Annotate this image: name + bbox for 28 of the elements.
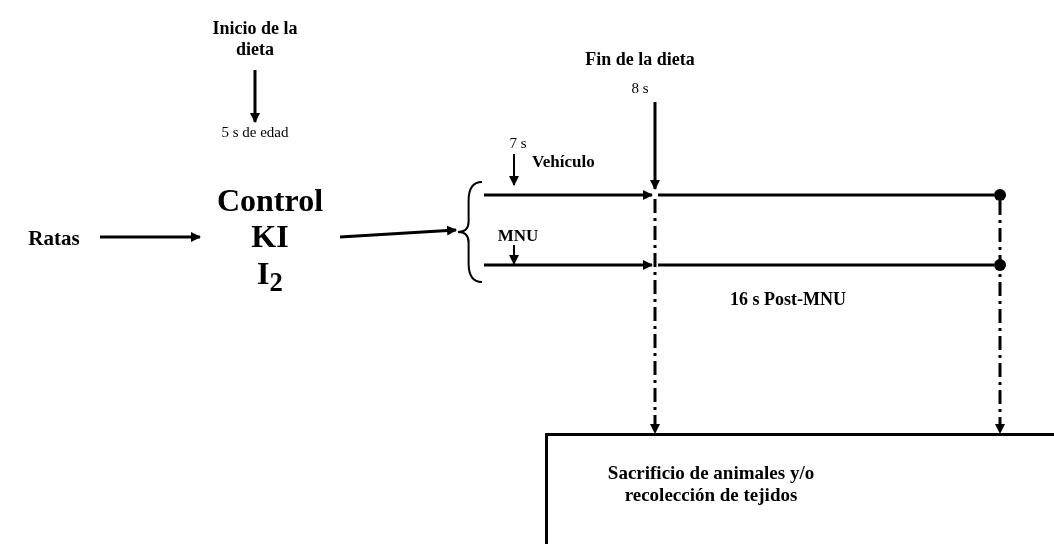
group-label: KI	[251, 218, 289, 256]
dash-dot-arrow	[995, 201, 1005, 434]
dash-dot-arrow	[650, 199, 660, 434]
arrow	[650, 102, 660, 190]
arrow	[339, 225, 457, 239]
box-text: Sacrificio de animales y/o recolección de tejidos	[606, 462, 816, 506]
time-label: 8 s	[631, 79, 649, 97]
timeline-line	[658, 263, 994, 267]
arrow	[484, 260, 653, 270]
arrow	[484, 190, 653, 200]
time-label: Fin de la dieta	[585, 49, 695, 70]
group-label: Ratas	[28, 225, 80, 251]
group-label: MNU	[497, 225, 539, 246]
arrow	[250, 70, 260, 123]
arrow	[509, 153, 519, 186]
group-label: Control	[216, 181, 324, 219]
end-dot	[994, 259, 1006, 271]
end-dot	[994, 189, 1006, 201]
time-label: 5 s de edad	[221, 124, 289, 142]
group-label: I$_{2}$	[257, 255, 283, 299]
arrow	[509, 244, 519, 265]
group-label: 16 s Post-MNU	[730, 289, 846, 310]
time-label: 7 s	[509, 135, 527, 153]
time-label: Inicio de la dieta	[211, 18, 299, 60]
timeline-line	[658, 193, 994, 197]
group-label: Vehículo	[532, 152, 595, 172]
process-box	[545, 433, 1054, 544]
arrow	[100, 232, 201, 242]
